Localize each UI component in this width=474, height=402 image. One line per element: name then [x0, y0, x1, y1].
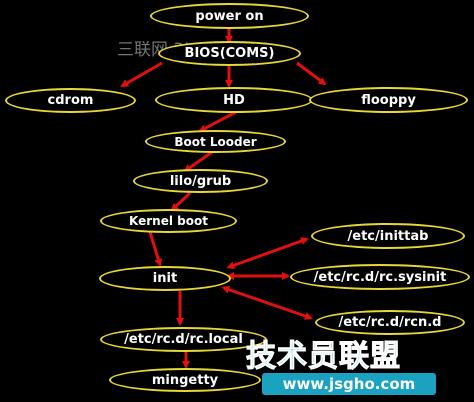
node-rc-sysinit: /etc/rc.d/rc.sysinit — [290, 264, 470, 290]
arrow-bootloader-to-lilo — [183, 150, 213, 173]
node-boot-loader-label: Boot Looder — [174, 134, 257, 149]
node-kernel-boot: Kernel boot — [100, 209, 237, 233]
node-rcn-d-label: /etc/rc.d/rcn.d — [338, 315, 442, 330]
node-floppy-label: flooppy — [361, 92, 416, 108]
node-cdrom-label: cdrom — [47, 93, 94, 108]
node-hd-label: HD — [223, 92, 245, 108]
node-inittab-label: /etc/inittab — [347, 228, 429, 244]
node-rcn-d: /etc/rc.d/rcn.d — [315, 310, 465, 335]
node-boot-loader: Boot Looder — [145, 130, 286, 153]
arrow-lilo-to-kernel — [170, 191, 192, 212]
arrow-bios-to-floppy — [296, 61, 327, 86]
node-lilo-grub-label: lilo/grub — [169, 173, 232, 189]
node-mingetty: mingetty — [109, 368, 261, 392]
node-power-on-label: power on — [195, 8, 264, 24]
node-mingetty-label: mingetty — [151, 372, 219, 388]
node-bios: BIOS(COMS) — [158, 41, 301, 66]
site-logo-url: www.jsgho.com — [262, 373, 436, 395]
node-init: init — [99, 266, 231, 291]
arrow-init-rcnd — [221, 285, 313, 320]
node-bios-label: BIOS(COMS) — [184, 46, 275, 61]
node-init-label: init — [152, 271, 178, 286]
arrow-hd-to-bootloader — [198, 110, 237, 133]
node-cdrom: cdrom — [5, 88, 136, 113]
node-hd: HD — [155, 87, 313, 113]
node-rc-local: /etc/rc.d/rc.local — [100, 327, 267, 352]
arrow-bios-to-cdrom — [120, 61, 163, 88]
arrow-init-inittab — [226, 237, 309, 270]
node-lilo-grub: lilo/grub — [133, 169, 268, 193]
node-inittab: /etc/inittab — [311, 223, 465, 249]
node-rc-local-label: /etc/rc.d/rc.local — [124, 332, 243, 347]
arrow-kernel-to-init — [148, 231, 163, 267]
node-rc-sysinit-label: /etc/rc.d/rc.sysinit — [313, 269, 447, 285]
node-power-on: power on — [150, 3, 309, 29]
site-logo-name: 技术员联盟 — [246, 339, 401, 375]
node-kernel-boot-label: Kernel boot — [129, 214, 208, 228]
node-floppy: flooppy — [309, 87, 468, 113]
